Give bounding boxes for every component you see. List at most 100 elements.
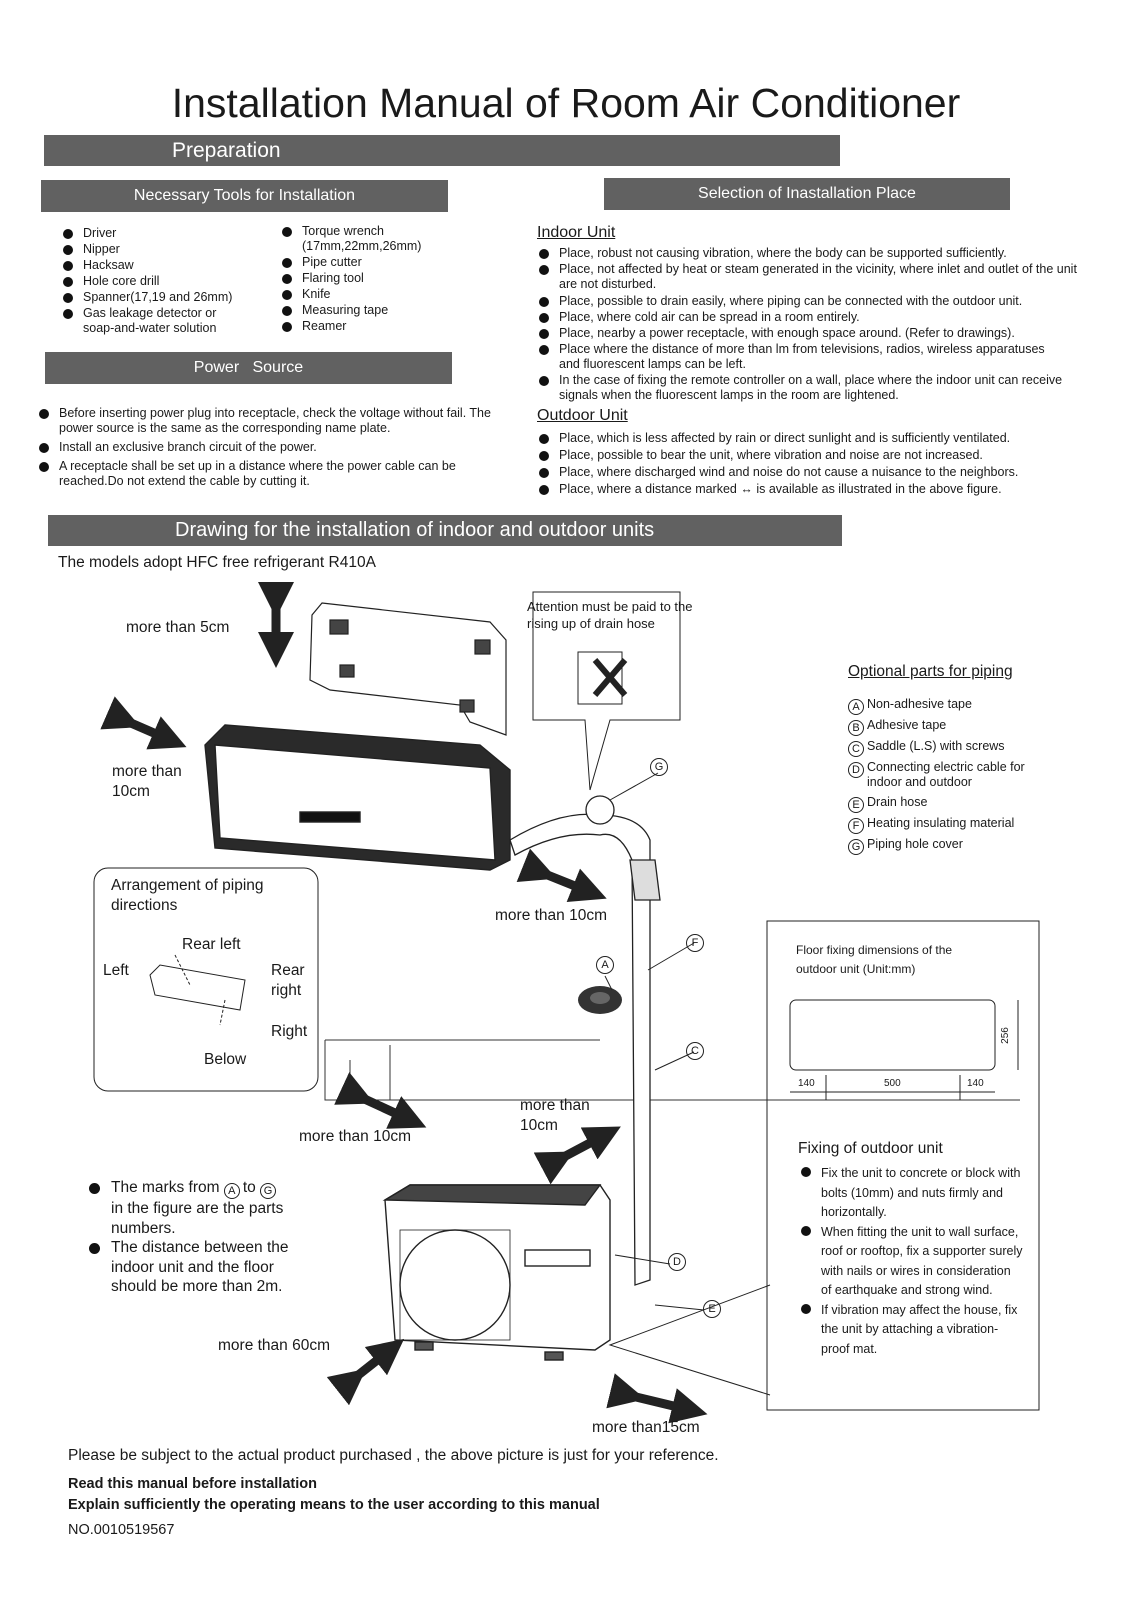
floor-diagram [789,999,1019,1100]
list-item: Place, not affected by heat or steam gen… [539,262,1084,292]
arrangement-rear-left: Rear left [182,936,241,953]
attention-text: Attention must be paid to the rising up … [527,599,693,631]
list-item: Driver [63,226,263,241]
list-item: Place, possible to bear the unit, where … [539,448,1084,463]
list-item: If vibration may affect the house, fix t… [801,1301,1023,1360]
list-item: Fix the unit to concrete or block with b… [801,1164,1023,1223]
callout-e: E [703,1300,721,1318]
list-item: Place, where cold air can be spread in a… [539,310,1084,325]
document-number: NO.0010519567 [68,1522,175,1538]
outdoor-unit-drawing [382,1184,611,1361]
tools-header-label: Necessary Tools for Installation [133,187,356,204]
clearance-rear: more than15cm [592,1419,700,1436]
list-item: Place, where a distance marked ↔ is avai… [539,482,1084,497]
note-2: The distance between the indoor unit and… [89,1238,289,1297]
list-item: Place, possible to drain easily, where p… [539,294,1084,309]
indoor-unit-title: Indoor Unit [537,224,616,241]
selection-header: Selection of Inastallation Place [604,178,1010,210]
floor-dim-right: 140 [967,1078,984,1089]
page-title: Installation Manual of Room Air Conditio… [171,80,961,126]
clearance-left: more than 10cm [112,763,182,800]
floor-title: Floor fixing dimensions of the outdoor u… [796,943,953,976]
arrangement-unit [149,954,246,1026]
preparation-label: Preparation [172,139,281,162]
refrigerant-note: The models adopt HFC free refrigerant R4… [58,554,376,571]
outdoor-list: Place, which is less affected by rain or… [539,431,1084,497]
power-header-label: Power Source [193,359,304,376]
fixing-title: Fixing of outdoor unit [798,1140,943,1157]
clearance-front: more than 60cm [218,1337,330,1354]
tools-header: Necessary Tools for Installation [41,180,448,212]
clearance-wall: more than 10cm [299,1128,411,1145]
list-item: Place, which is less affected by rain or… [539,431,1084,446]
arrangement-box [93,867,319,1092]
list-item: Nipper [63,242,263,257]
arrangement-right: Right [271,1023,308,1040]
list-item: Spanner(17,19 and 26mm) [63,290,263,305]
callout-c: C [686,1042,704,1060]
indoor-unit-drawing [204,724,511,871]
clearance-top: more than 5cm [126,619,230,636]
list-item: In the case of fixing the remote control… [539,373,1064,403]
selection-header-label: Selection of Inastallation Place [698,185,916,202]
arrangement-title: Arrangement of piping directions [111,877,264,914]
list-item: Place, nearby a power receptacle, with e… [539,326,1084,341]
read-manual-note: Read this manual before installation [68,1476,317,1492]
callout-f: F [686,934,704,952]
tools-list-1: Driver Nipper Hacksaw Hole core drill Sp… [63,226,263,336]
list-item: Flaring tool [282,271,442,286]
attention-bubble [532,591,681,791]
explain-note: Explain sufficiently the operating means… [68,1497,600,1513]
installation-illustration [93,582,1040,1424]
arrangement-rear-right: Rear right [271,962,305,999]
callout-a: A [596,956,614,974]
list-item: Hacksaw [63,258,263,273]
drawing-header-label: Drawing for the installation of indoor a… [175,519,655,541]
list-item: Place, where discharged wind and noise d… [539,465,1084,480]
fixing-list: Fix the unit to concrete or block with b… [801,1164,1023,1359]
outdoor-unit-title: Outdoor Unit [537,407,628,424]
list-item: Place, robust not causing vibration, whe… [539,246,1084,261]
drawing-header: Drawing for the installation of indoor a… [48,515,842,546]
clearance-arrows [100,582,708,1424]
tools-list-2: Torque wrench (17mm,22mm,26mm) Pipe cutt… [282,224,442,334]
list-item: Place where the distance of more than lm… [539,342,1059,372]
list-item: Torque wrench (17mm,22mm,26mm) [282,224,432,254]
piping [509,795,661,1286]
optional-parts-title: Optional parts for piping [848,663,1013,680]
callout-leaders [604,772,771,1396]
floor-dim-mid: 500 [884,1078,901,1089]
callout-g: G [650,758,668,776]
disclaimer: Please be subject to the actual product … [68,1447,719,1464]
arrangement-left: Left [103,962,129,979]
power-list: Before inserting power plug into recepta… [39,406,499,489]
list-item: Hole core drill [63,274,263,289]
mounting-plate [309,602,507,736]
list-item: Pipe cutter [282,255,442,270]
arrangement-below: Below [204,1051,247,1068]
list-item: Install an exclusive branch circuit of t… [39,440,499,455]
list-item: When fitting the unit to wall surface, r… [801,1223,1023,1301]
indoor-list: Place, robust not causing vibration, whe… [539,246,1084,403]
clearance-right: more than 10cm [495,907,607,924]
list-item: A receptacle shall be set up in a distan… [39,459,499,489]
preparation-bar: Preparation [44,135,840,166]
floor-box [766,920,1040,1411]
power-header: Power Source [45,352,452,384]
callout-d: D [668,1253,686,1271]
list-item: Knife [282,287,442,302]
list-item: Reamer [282,319,442,334]
list-item: Gas leakage detector or soap-and-water s… [63,306,243,336]
floor-dim-left: 140 [798,1078,815,1089]
floor-dim-height: 256 [999,1027,1011,1044]
list-item: Measuring tape [282,303,442,318]
